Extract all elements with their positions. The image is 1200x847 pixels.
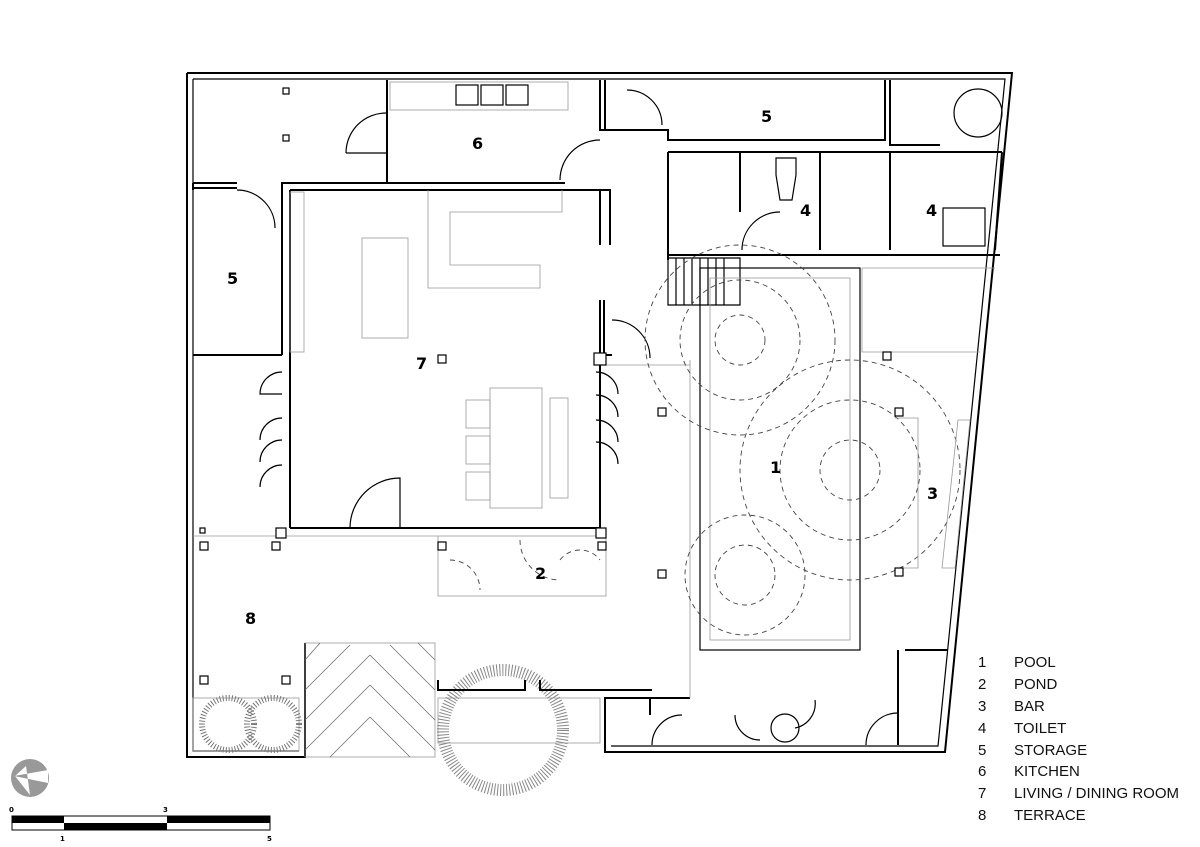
legend-number: 6 [978, 763, 987, 781]
room-label-toilet: 4 [926, 201, 937, 220]
sofa [361, 237, 409, 339]
folding-doors-right [595, 371, 619, 465]
legend-item: 7 LIVING / DINING ROOM [978, 783, 1179, 805]
door-swing [741, 211, 781, 251]
planter-wall [437, 680, 652, 691]
pond [437, 535, 607, 597]
legend-label: STORAGE [1014, 741, 1088, 759]
stair [667, 257, 741, 306]
room-label-storage: 5 [761, 107, 772, 126]
chair [465, 471, 491, 501]
scale-tick: 3 [163, 806, 168, 814]
lounge-table [770, 713, 800, 743]
legend-number: 3 [978, 697, 987, 715]
columns [199, 87, 904, 685]
north-arrow-icon [11, 759, 49, 797]
kitchen-island [427, 190, 563, 289]
lounge-walls [605, 649, 948, 745]
pool-inner [709, 277, 851, 641]
kitchen-walls [281, 80, 612, 355]
legend-label: POND [1014, 676, 1058, 694]
basin [942, 207, 986, 247]
legend-number: 8 [978, 806, 987, 824]
legend-label: POOL [1014, 654, 1056, 672]
scale-bar: 0 3 1 5 [9, 806, 272, 843]
storage-left-walls [193, 187, 282, 356]
room-label-kitchen: 6 [472, 134, 483, 153]
living-walls [289, 189, 612, 529]
dining-bench [549, 397, 569, 499]
room-label-storage: 5 [227, 269, 238, 288]
room-label-bar: 3 [927, 484, 938, 503]
tree [437, 664, 569, 796]
room-label-toilet: 4 [800, 201, 811, 220]
door-swing [611, 319, 651, 359]
door-swing [865, 712, 899, 746]
scale-tick: 0 [9, 806, 14, 814]
legend-item: 1 POOL [978, 652, 1179, 674]
door-swing [559, 139, 601, 181]
chair [465, 399, 491, 429]
door-swing [236, 189, 276, 229]
door-swing [345, 112, 387, 154]
legend-item: 8 TERRACE [978, 805, 1179, 827]
room-label-pond: 2 [535, 564, 546, 583]
dining-table [489, 387, 543, 509]
legend-item: 4 TOILET [978, 717, 1179, 739]
storage-top-walls [604, 80, 940, 146]
room-label-terrace: 8 [245, 609, 256, 628]
toilet-fixture [775, 157, 797, 201]
legend-item: 5 STORAGE [978, 739, 1179, 761]
planter [437, 697, 601, 744]
pool [699, 267, 861, 651]
legend-number: 7 [978, 785, 987, 803]
chair [465, 435, 491, 465]
room-label-living: 7 [416, 354, 427, 373]
door-swing [651, 714, 683, 746]
scale-tick: 5 [267, 835, 272, 843]
legend-number: 2 [978, 676, 987, 694]
folding-doors-left [259, 371, 283, 488]
sofa-bench [289, 191, 305, 353]
legend-number: 5 [978, 741, 987, 759]
legend-number: 4 [978, 719, 987, 737]
legend-label: KITCHEN [1014, 763, 1080, 781]
legend-item: 6 KITCHEN [978, 761, 1179, 783]
legend-label: BAR [1014, 697, 1045, 715]
scale-tick: 1 [60, 835, 65, 843]
legend-number: 1 [978, 654, 987, 672]
legend-item: 3 BAR [978, 696, 1179, 718]
tree [244, 695, 302, 753]
bar-counter [861, 267, 995, 569]
room-legend: 1 POOL 2 POND 3 BAR 4 TOILET 5 STORAGE 6 KITCH… [978, 652, 1179, 826]
sink [455, 84, 479, 106]
legend-item: 2 POND [978, 674, 1179, 696]
sink [480, 84, 504, 106]
tree [199, 695, 257, 753]
pond-ripples [449, 539, 601, 591]
round-table [953, 88, 1003, 138]
room-label-pool: 1 [770, 458, 781, 477]
door-swing [626, 89, 663, 126]
pool-ripples [644, 244, 961, 636]
driveway-hatch [304, 642, 436, 758]
door-swing [349, 477, 401, 529]
driveway-paving [304, 642, 436, 758]
legend-label: LIVING / DINING ROOM [1014, 785, 1180, 803]
drainboard [505, 84, 529, 106]
legend-label: TERRACE [1014, 806, 1086, 824]
kitchen-counter [389, 81, 569, 111]
lounge-chairs [734, 699, 816, 741]
toilet-walls [667, 151, 1003, 260]
legend-label: TOILET [1014, 719, 1067, 737]
